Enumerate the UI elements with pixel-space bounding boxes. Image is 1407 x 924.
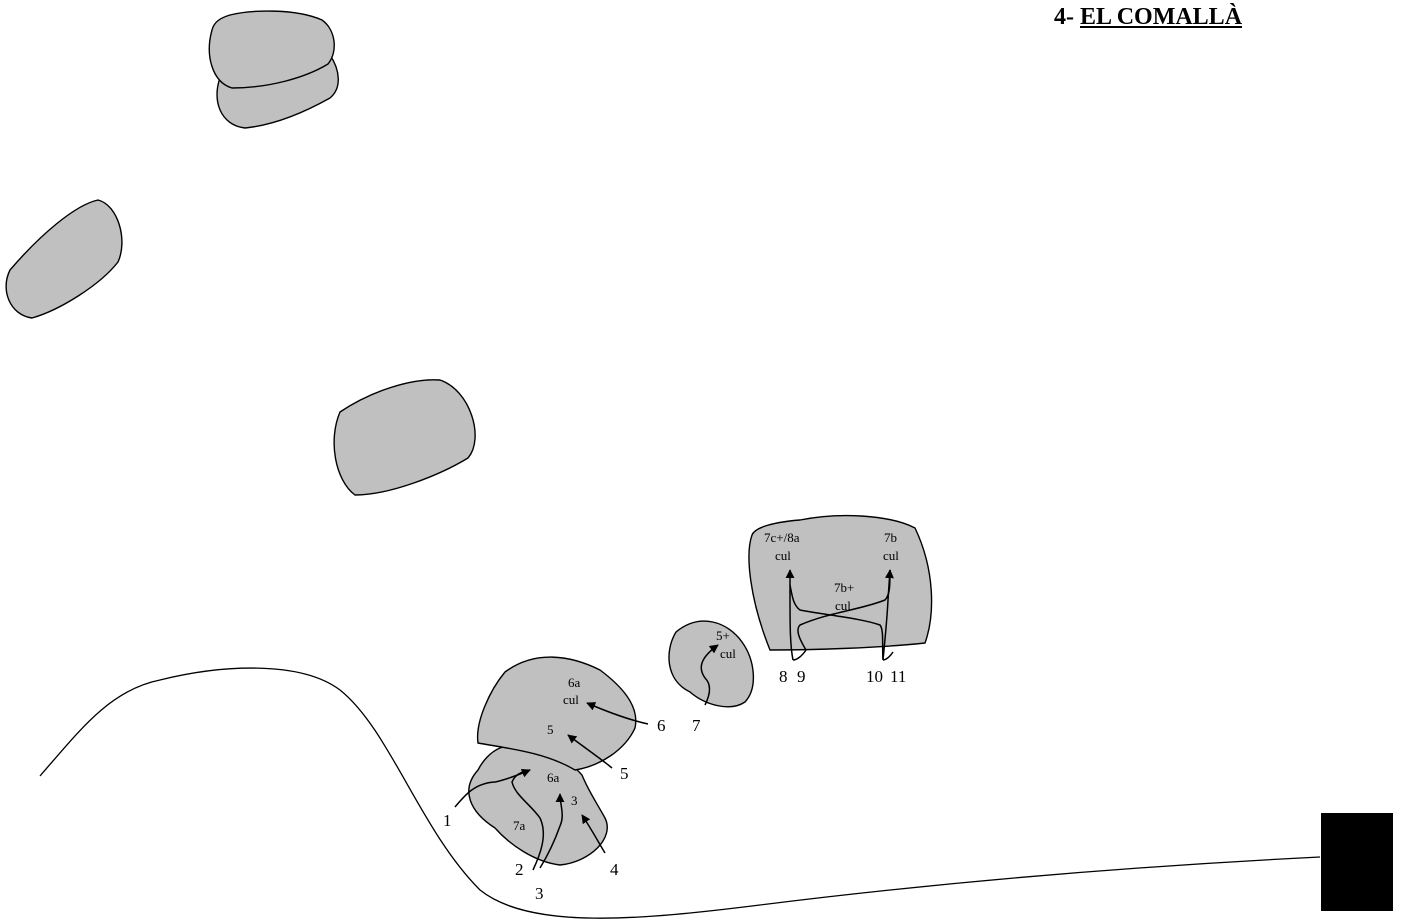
- ground-path: [40, 668, 1320, 918]
- boulder-c: [669, 621, 753, 707]
- grade-cul-7bplus: cul: [835, 598, 851, 613]
- route-number-8: 8: [779, 667, 788, 686]
- grade-cul-7c8a: cul: [775, 548, 791, 563]
- route-number-5: 5: [620, 764, 629, 783]
- boulder-left: [6, 200, 122, 318]
- grade-3: 3: [571, 793, 578, 808]
- route-number-6: 6: [657, 716, 666, 735]
- route-number-3: 3: [535, 884, 544, 903]
- grade-7b: 7b: [884, 530, 897, 545]
- grade-6a: 6a: [547, 770, 560, 785]
- grade-7c8a: 7c+/8a: [764, 530, 800, 545]
- reference-block: [1321, 813, 1393, 911]
- route-number-11: 11: [890, 667, 906, 686]
- grade-7bplus: 7b+: [834, 580, 854, 595]
- route-number-4: 4: [610, 860, 619, 879]
- grade-5: 5: [547, 722, 554, 737]
- grade-cul-6a: cul: [563, 692, 579, 707]
- grade-5plus: 5+: [716, 628, 730, 643]
- grade-7a: 7a: [513, 818, 526, 833]
- route-number-7: 7: [692, 716, 701, 735]
- route-number-2: 2: [515, 860, 524, 879]
- grade-6a-upper: 6a: [568, 675, 581, 690]
- route-number-1: 1: [443, 811, 452, 830]
- route-number-10: 10: [866, 667, 883, 686]
- grade-cul-7b: cul: [883, 548, 899, 563]
- route-number-9: 9: [797, 667, 806, 686]
- boulder-mid: [334, 380, 475, 495]
- grade-cul-5plus: cul: [720, 646, 736, 661]
